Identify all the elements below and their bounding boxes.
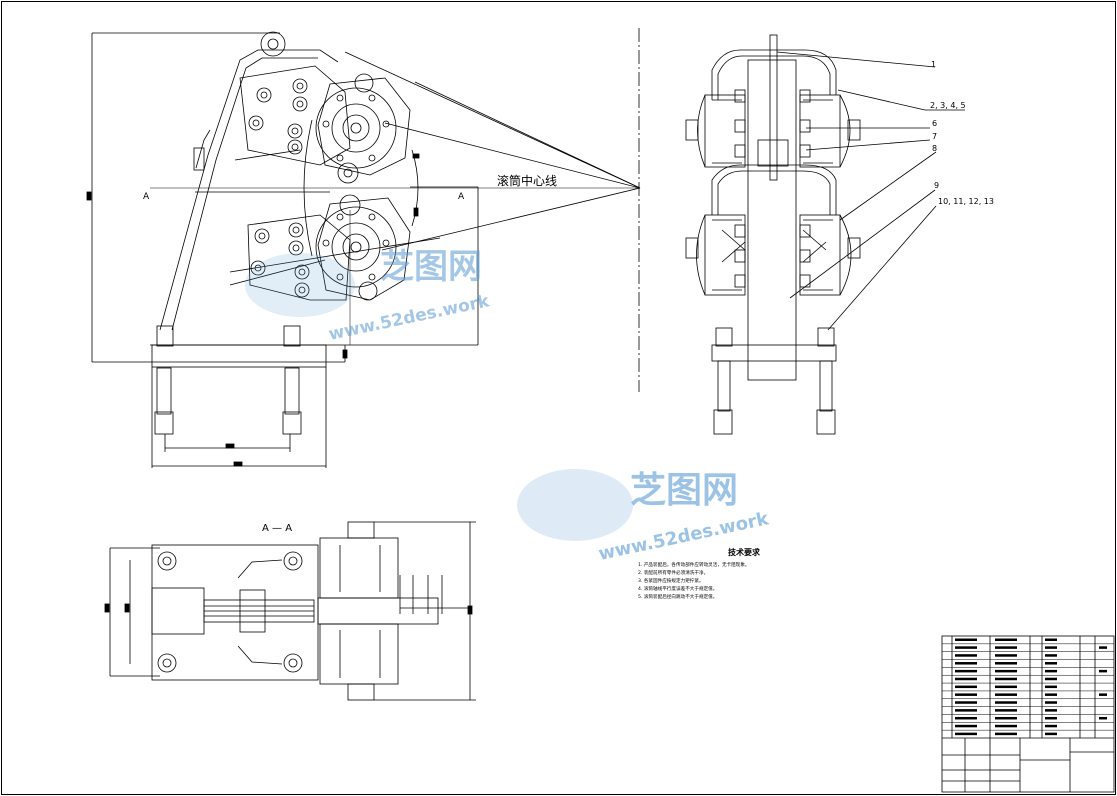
centerline-label: 滚筒中心线 xyxy=(497,173,557,188)
title-block xyxy=(941,635,1115,793)
watermark-globe-icon xyxy=(245,253,355,317)
parts-cell-text xyxy=(1045,677,1057,681)
parts-cell-text xyxy=(955,677,977,681)
parts-cell-text xyxy=(1045,638,1057,641)
front-view xyxy=(86,31,641,468)
technical-notes: 技术要求 1. 产品装配后，各传动部件应转动灵活，无卡阻现象。 2. 装配前所有… xyxy=(638,547,761,600)
callout-5: 8 xyxy=(932,144,937,153)
parts-cell-text xyxy=(955,685,977,689)
callout-6: 9 xyxy=(934,181,939,190)
notes-title: 技术要求 xyxy=(728,547,761,557)
section-marker-left: A xyxy=(143,192,150,202)
parts-cell-text xyxy=(1045,646,1057,649)
watermark-1: 芝图网 www.52des.work xyxy=(245,247,492,345)
parts-cell-text xyxy=(1045,654,1057,657)
parts-cell-text xyxy=(1099,693,1107,696)
parts-cell-text xyxy=(1045,709,1057,712)
parts-cell-text xyxy=(1099,716,1107,720)
callout-7: 10, 11, 12, 13 xyxy=(938,197,994,206)
watermark-url: www.52des.work xyxy=(327,291,492,345)
parts-cell-text xyxy=(1099,669,1107,673)
note-line: 1. 产品装配后，各传动部件应转动灵活，无卡阻现象。 xyxy=(638,561,750,568)
watermark-globe-icon xyxy=(517,469,633,541)
parts-cell-text xyxy=(995,669,1017,673)
note-line: 4. 滚筒轴线平行度误差不大于规定值。 xyxy=(638,585,717,592)
parts-cell-text xyxy=(955,638,977,641)
parts-cell-text xyxy=(955,693,977,696)
section-marker-right: A xyxy=(458,192,465,202)
callout-2: 2, 3, 4, 5 xyxy=(930,101,966,110)
parts-cell-text xyxy=(995,685,1017,689)
parts-cell-text xyxy=(955,701,977,704)
parts-cell-text xyxy=(995,716,1017,720)
parts-cell-text xyxy=(995,701,1017,704)
parts-cell-text xyxy=(955,724,977,728)
parts-cell-text xyxy=(955,732,977,736)
parts-cell-text xyxy=(995,638,1017,641)
note-line: 3. 各紧固件应按规定力矩拧紧。 xyxy=(638,577,704,584)
parts-cell-text xyxy=(995,654,1017,657)
parts-cell-text xyxy=(955,646,977,649)
parts-cell-text xyxy=(1045,724,1057,728)
parts-cell-text xyxy=(1099,646,1107,649)
parts-cell-text xyxy=(1045,693,1057,696)
parts-cell-text xyxy=(955,654,977,657)
note-line: 5. 滚筒装配后径向跳动不大于规定值。 xyxy=(638,593,717,600)
parts-cell-text xyxy=(955,716,977,720)
callout-1: 1 xyxy=(931,60,936,69)
parts-cell-text xyxy=(1045,662,1057,665)
parts-cell-text xyxy=(955,662,977,665)
callout-4: 7 xyxy=(932,132,937,141)
watermark-brand: 芝图网 xyxy=(380,247,482,287)
parts-cell-text xyxy=(995,646,1017,649)
parts-cell-text xyxy=(1045,669,1057,673)
parts-cell-text xyxy=(1045,732,1057,736)
parts-cell-text xyxy=(995,677,1017,681)
watermark-brand: 芝图网 xyxy=(630,470,738,511)
section-view xyxy=(104,521,476,701)
parts-cell-text xyxy=(955,709,977,712)
parts-cell-text xyxy=(1045,685,1057,689)
parts-cell-text xyxy=(995,732,1017,736)
callouts: 1 2, 3, 4, 5 6 7 8 9 10, 11, 12, 13 xyxy=(930,60,994,206)
section-view-title: A — A xyxy=(262,523,292,534)
side-view xyxy=(685,34,965,435)
parts-cell-text xyxy=(995,709,1017,712)
parts-cell-text xyxy=(995,693,1017,696)
parts-cell-text xyxy=(1045,716,1057,720)
parts-cell-text xyxy=(995,724,1017,728)
parts-list-rows xyxy=(942,638,1114,736)
parts-cell-text xyxy=(1045,701,1057,704)
parts-cell-text xyxy=(995,662,1017,665)
note-line: 2. 装配前所有零件必须清洗干净。 xyxy=(638,569,708,576)
parts-cell-text xyxy=(955,669,977,673)
callout-3: 6 xyxy=(932,119,937,128)
